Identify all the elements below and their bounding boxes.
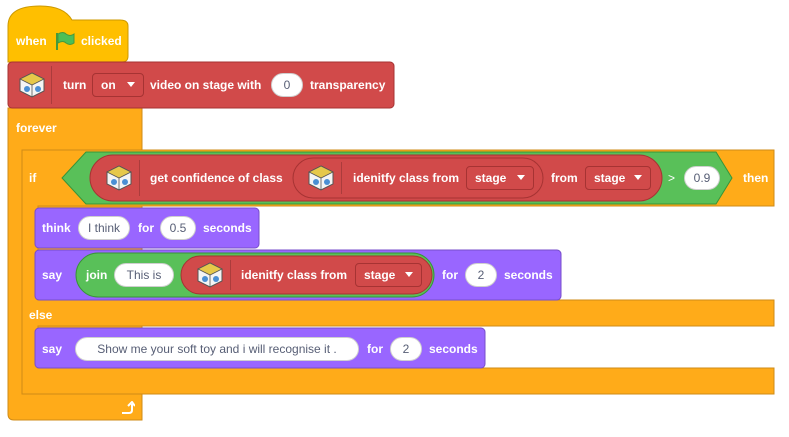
say2-for-label: for [367,342,383,356]
ml-cube-icon [19,72,45,98]
think-message-input[interactable]: I think [78,216,130,240]
if-label: if [29,171,37,185]
say-seconds-label: seconds [504,268,553,282]
say-identify-source-dropdown[interactable]: stage [355,263,422,287]
then-label: then [743,171,769,185]
ml-cube-icon [197,262,223,288]
chevron-down-icon [634,175,642,180]
say-label: say [42,268,63,282]
say-seconds-input[interactable]: 2 [465,263,497,287]
from-source-dropdown[interactable]: stage [585,166,651,190]
turn-label: turn [63,78,87,92]
think-seconds-input[interactable]: 0.5 [160,216,196,240]
say-for-label: for [442,268,458,282]
get-confidence-label: get confidence of class [150,171,283,185]
green-flag-icon [56,32,75,50]
separator [230,260,231,290]
when-flag-clicked-hat[interactable] [7,5,129,63]
from-label: from [551,171,578,185]
identify-class-label: idenitfy class from [353,171,460,185]
from-source-value: stage [594,171,626,185]
identify-class-label-2: idenitfy class from [241,268,348,282]
video-state-dropdown[interactable]: on [92,73,144,97]
video-state-value: on [101,78,116,92]
clicked-label: clicked [81,34,122,48]
say2-seconds-label: seconds [429,342,478,356]
ml-cube-icon [308,165,334,191]
identify-source-value: stage [475,171,507,185]
threshold-input[interactable]: 0.9 [684,166,720,190]
separator [51,66,52,104]
separator [139,160,140,196]
think-seconds-label: seconds [203,221,252,235]
identify-source-dropdown[interactable]: stage [466,166,534,190]
on-stage-label: video on stage with [150,78,262,92]
say-label-2: say [42,342,63,356]
ml-cube-icon [106,165,132,191]
join-text-input[interactable]: This is [114,263,174,287]
say-identify-source-value: stage [364,268,396,282]
else-label: else [29,308,53,322]
transparency-label: transparency [310,78,386,92]
think-label: think [42,221,71,235]
forever-label: forever [16,121,57,135]
think-for-label: for [138,221,154,235]
separator [341,162,342,194]
when-label: when [16,34,47,48]
say2-seconds-input[interactable]: 2 [390,337,422,361]
join-label: join [86,268,108,282]
chevron-down-icon [405,272,413,277]
chevron-down-icon [517,175,525,180]
loop-arrow-icon [122,401,135,414]
chevron-down-icon [127,82,135,87]
say-message-input[interactable]: Show me your soft toy and i will recogni… [75,337,359,361]
transparency-input[interactable]: 0 [271,73,303,97]
greater-than-symbol: > [668,171,676,185]
